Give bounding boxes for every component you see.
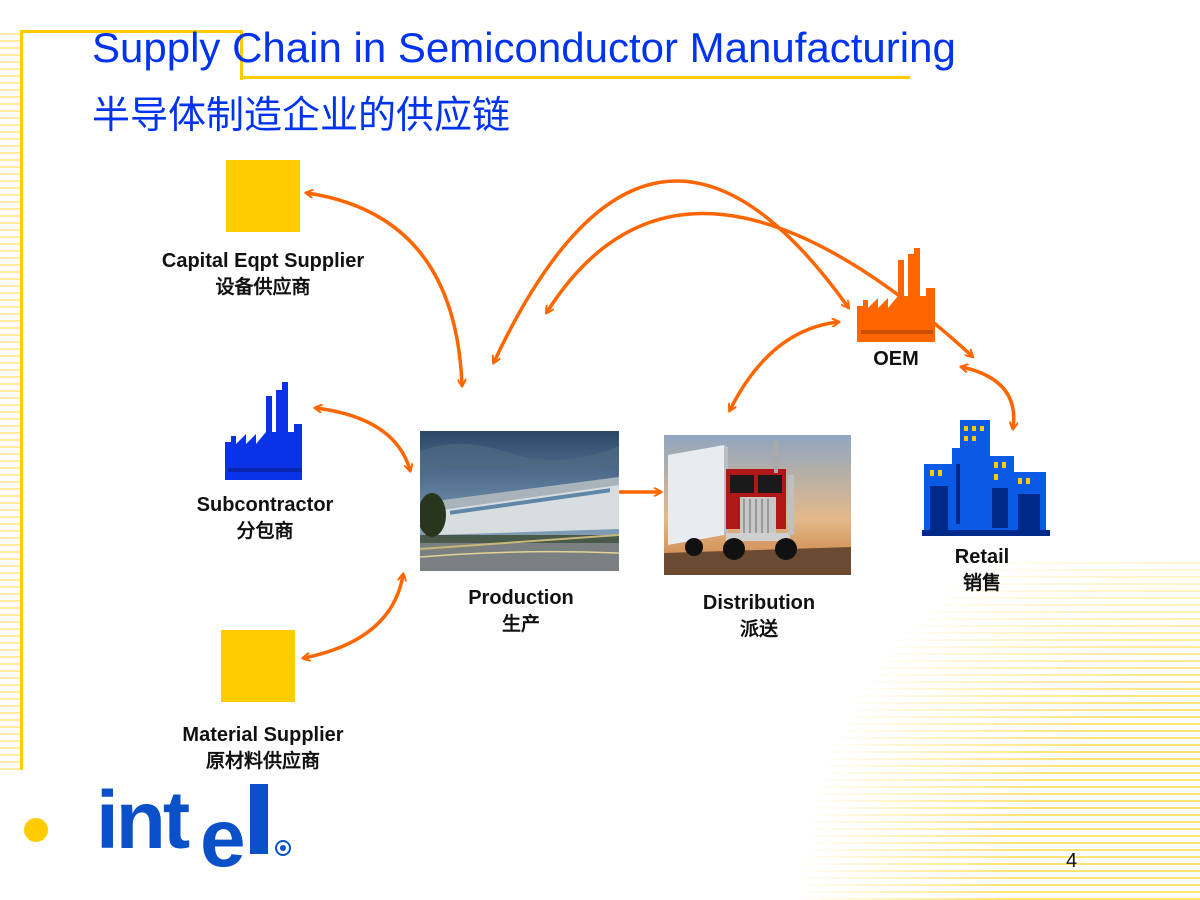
arrow-oem-retail xyxy=(962,367,1014,428)
left-stripe-decoration xyxy=(0,30,20,770)
distribution-photo xyxy=(664,435,851,575)
bullet-dot xyxy=(24,818,48,842)
slide-title: Supply Chain in Semiconductor Manufactur… xyxy=(92,24,956,71)
production-label: Production 生产 xyxy=(441,585,601,637)
retail-label: Retail 销售 xyxy=(932,544,1032,596)
subcontractor-label: Subcontractor 分包商 xyxy=(165,492,365,544)
material-supplier-label: Material Supplier 原材料供应商 xyxy=(143,722,383,774)
svg-text:e: e xyxy=(200,793,246,877)
arrow-capital-production xyxy=(307,193,462,385)
title-underline xyxy=(240,76,910,79)
distribution-name-cn: 派送 xyxy=(739,618,778,640)
subcontractor-factory-icon xyxy=(225,382,302,480)
oem-label: OEM xyxy=(856,346,936,372)
production-name-cn: 生产 xyxy=(501,613,540,635)
subcontractor-name: Subcontractor xyxy=(196,494,334,516)
frame-line-horizontal xyxy=(20,30,242,33)
capital-supplier-icon xyxy=(226,160,300,232)
intel-logo: int e xyxy=(96,775,306,884)
material-supplier-name: Material Supplier xyxy=(182,724,344,746)
oem-factory-icon xyxy=(857,248,935,342)
corner-stripe-decoration xyxy=(780,560,1200,900)
title-box-edge xyxy=(240,30,243,80)
arrow-material-production xyxy=(304,575,403,658)
arrow-distribution-oem-short xyxy=(730,322,838,410)
slide-subtitle-chinese: 半导体制造企业的供应链 xyxy=(92,93,511,137)
retail-name-cn: 销售 xyxy=(962,572,1001,594)
material-supplier-name-cn: 原材料供应商 xyxy=(205,750,320,772)
oem-name: OEM xyxy=(873,348,919,370)
production-photo xyxy=(420,431,619,571)
distribution-label: Distribution 派送 xyxy=(673,590,845,642)
subcontractor-name-cn: 分包商 xyxy=(236,520,294,542)
retail-buildings-icon xyxy=(922,420,1050,536)
capital-supplier-label: Capital Eqpt Supplier 设备供应商 xyxy=(133,248,393,300)
svg-text:int: int xyxy=(96,782,190,866)
retail-name: Retail xyxy=(954,546,1010,568)
capital-supplier-name: Capital Eqpt Supplier xyxy=(161,250,365,272)
distribution-name: Distribution xyxy=(702,592,816,614)
frame-line-vertical xyxy=(20,30,23,770)
material-supplier-icon xyxy=(221,630,295,702)
capital-supplier-name-cn: 设备供应商 xyxy=(215,276,311,298)
arrow-production-oem xyxy=(494,179,848,362)
page-number: 4 xyxy=(1066,850,1078,872)
arrow-distribution-oem xyxy=(547,211,972,356)
production-name: Production xyxy=(468,587,574,609)
arrow-subcontractor-production xyxy=(316,408,410,470)
